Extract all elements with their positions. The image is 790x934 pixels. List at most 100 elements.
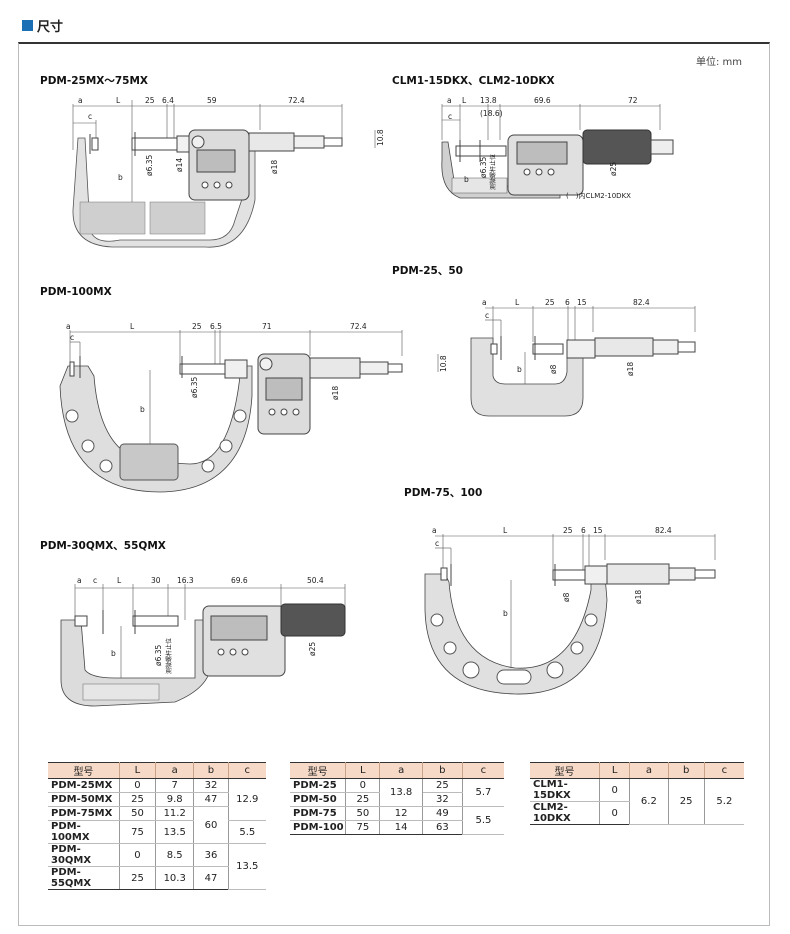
col-header-L: L (119, 762, 157, 779)
dim-dia-6-35: ø6.35 (479, 156, 488, 178)
section-title-clm: CLM1-15DKX、CLM2-10DKX (392, 75, 555, 87)
unit-label: 单位: mm (695, 57, 742, 68)
section-title-pdm30qmx: PDM-30QMX、55QMX (40, 540, 166, 552)
dim-15: 15 (577, 298, 587, 307)
table-cell: 50 (345, 806, 381, 821)
dim-dia-25: ø25 (609, 162, 618, 176)
dim-dia-18: ø18 (626, 362, 635, 376)
col-header-b: b (668, 762, 705, 779)
table-cell: CLM2-10DKX (530, 801, 601, 825)
dim-b: b (464, 175, 469, 184)
table-cell: 32 (193, 778, 229, 793)
dim-69-6: 69.6 (534, 96, 551, 105)
col-header-model: 型号 (530, 762, 601, 779)
table-cell: 75 (119, 820, 157, 844)
dim-stop-note: 测微螺杆止位 (489, 154, 497, 190)
table-cell: 75 (345, 820, 381, 835)
dim-71: 71 (262, 322, 272, 331)
dim-L: L (117, 576, 122, 585)
table-cell: PDM-50 (290, 792, 347, 807)
section-title-pdm25-50: PDM-25、50 (392, 265, 463, 277)
table-cell: 13.5 (228, 843, 266, 890)
dim-10-8: 10.8 (439, 355, 448, 372)
dim-c: c (448, 112, 452, 121)
dim-c: c (435, 539, 439, 548)
dim-L: L (462, 96, 467, 105)
section-title-pdm75-100: PDM-75、100 (404, 487, 483, 499)
dim-dia-18: ø18 (634, 590, 643, 604)
dim-6: 6 (581, 526, 586, 535)
col-header-b: b (422, 762, 463, 779)
table-cell: 0 (119, 843, 157, 867)
table-cell: 10.3 (155, 866, 195, 890)
dim-82-4: 82.4 (633, 298, 650, 307)
drawing-pdm75-100: a L 25 6 15 82.4 c b ø8 ø18 (424, 526, 716, 695)
dim-82-4: 82.4 (655, 526, 672, 535)
table-cell: PDM-100MX (48, 820, 120, 844)
col-header-a: a (379, 762, 423, 779)
col-header-model: 型号 (48, 762, 120, 779)
dim-25: 25 (145, 96, 155, 105)
dim-59: 59 (207, 96, 217, 105)
section-header: 尺寸 (22, 14, 63, 36)
dim-30: 30 (151, 576, 161, 585)
section-title-pdm100mx: PDM-100MX (40, 286, 112, 298)
dim-b: b (140, 405, 145, 414)
section-title-pdm25mx: PDM-25MX～75MX (40, 75, 149, 87)
drawing-pdm100mx: a L 25 6.5 71 72.4 c b ø6.35 ø18 10.8 (59, 322, 448, 493)
table-cell: 12.9 (228, 778, 266, 821)
dim-15: 15 (593, 526, 603, 535)
dim-6: 6 (565, 298, 570, 307)
table-cell: PDM-30QMX (48, 843, 120, 867)
dim-72-4: 72.4 (350, 322, 367, 331)
table-cell: 12 (379, 806, 423, 821)
content-frame (18, 42, 770, 926)
dim-L: L (515, 298, 520, 307)
dim-18-6: (18.6) (480, 109, 503, 118)
drawing-pdm25mx: a L 25 6.4 59 72.4 c b ø6.35 ø14 ø18 10.… (72, 96, 385, 248)
table-cell: 5.7 (462, 778, 504, 807)
table-cell: PDM-75 (290, 806, 347, 821)
dim-a: a (447, 96, 452, 105)
table-cell: PDM-50MX (48, 792, 120, 807)
dim-dia-25: ø25 (308, 642, 317, 656)
dim-dia-6-35: ø6.35 (145, 154, 154, 176)
table-cell: 50 (119, 806, 157, 821)
dim-a: a (432, 526, 437, 535)
table-cell: 49 (422, 806, 463, 821)
table-cell: 7 (155, 778, 195, 793)
table-cell: 5.5 (462, 806, 504, 835)
table-cell: 25 (422, 778, 463, 793)
dim-dia-14: ø14 (175, 158, 184, 172)
dim-dia-8: ø8 (549, 364, 558, 374)
table-cell: 32 (422, 792, 463, 807)
dim-b: b (111, 649, 116, 658)
dim-dia-6-35: ø6.35 (190, 376, 199, 398)
table-cell: 11.2 (155, 806, 195, 821)
drawing-pdm25-50: a L 25 6 15 82.4 c b ø8 ø18 (470, 298, 696, 417)
dim-b: b (118, 173, 123, 182)
col-header-model: 型号 (290, 762, 347, 779)
dim-10-8: 10.8 (376, 129, 385, 146)
table-cell: 9.8 (155, 792, 195, 807)
dim-c: c (70, 333, 74, 342)
dim-a: a (66, 322, 71, 331)
col-header-c: c (704, 762, 744, 779)
col-header-b: b (193, 762, 229, 779)
dim-stop-note: 测微螺杆止位 (165, 638, 173, 674)
table-cell: 5.5 (228, 820, 266, 844)
table-cell: PDM-75MX (48, 806, 120, 821)
table-cell: 47 (193, 866, 229, 890)
table-cell: PDM-55QMX (48, 866, 120, 890)
table-cell: PDM-25MX (48, 778, 120, 793)
drawing-clm: a L 13.8 (18.6) 69.6 72 c b ø6.35 测微螺杆止位… (441, 96, 674, 200)
header-square-icon (22, 19, 33, 31)
dim-b: b (517, 365, 522, 374)
dim-c: c (485, 311, 489, 320)
